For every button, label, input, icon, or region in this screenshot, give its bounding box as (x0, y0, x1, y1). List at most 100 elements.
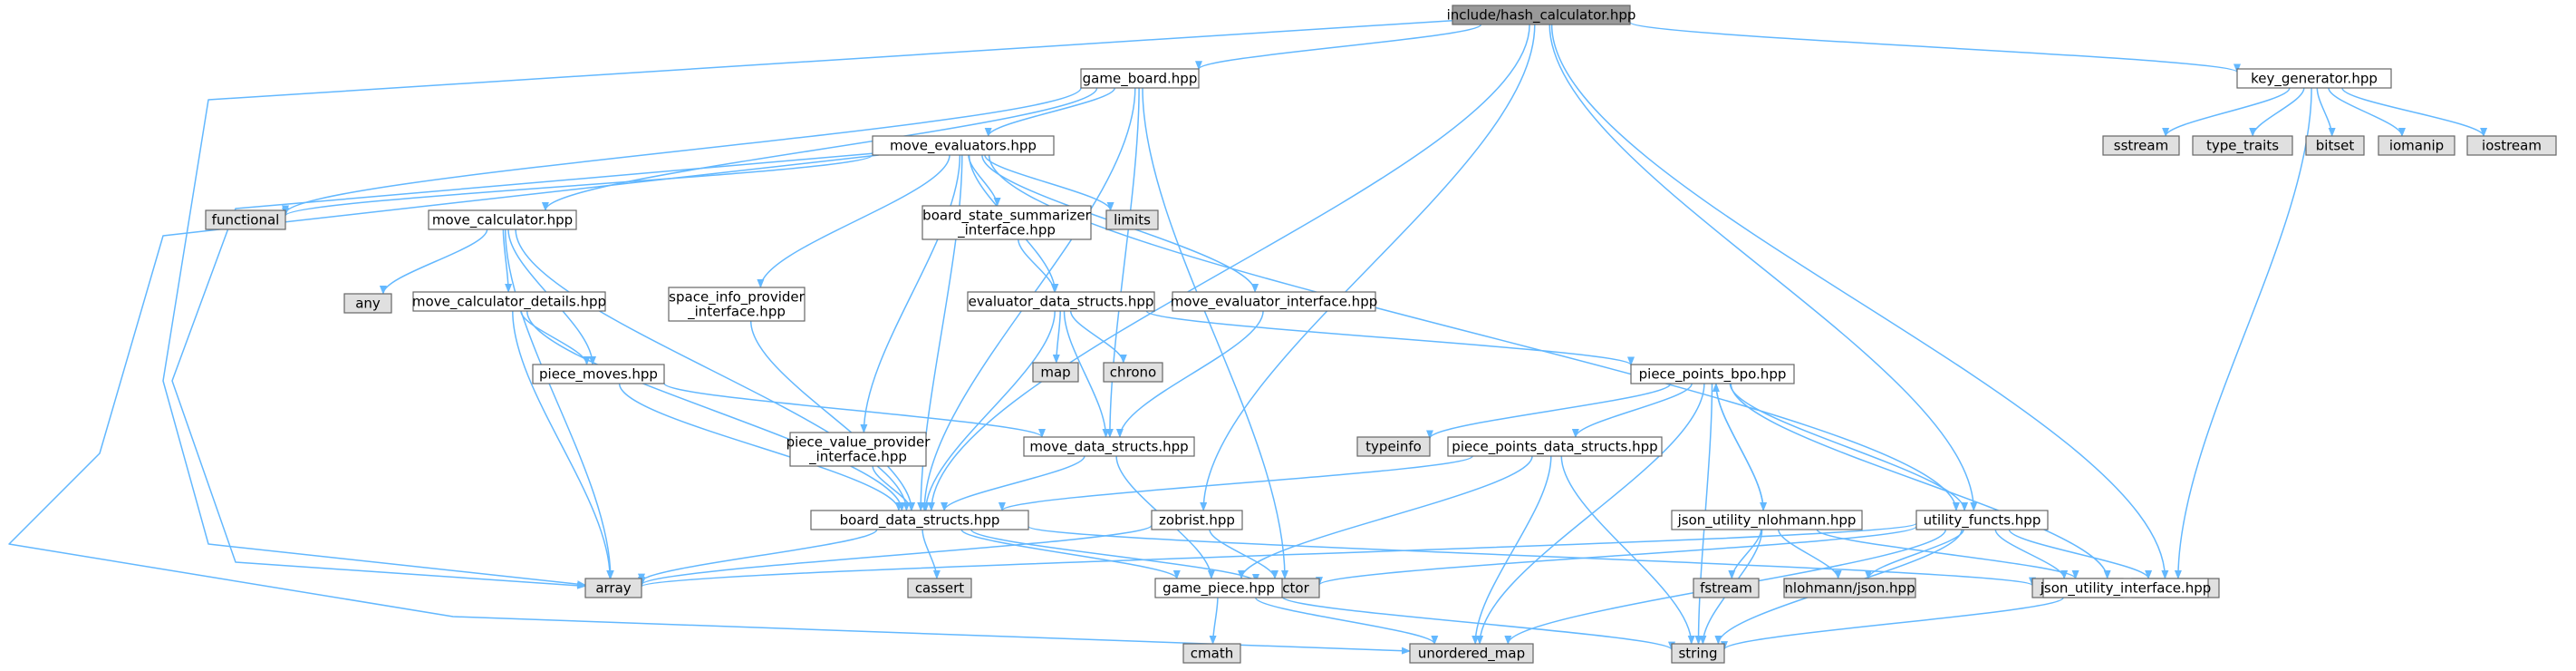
node-piece-points-data-structs[interactable]: piece_points_data_structs.hpp (1447, 436, 1663, 457)
node-label: _interface.hpp (808, 449, 907, 466)
node-box (2102, 135, 2180, 156)
node-piece-moves[interactable]: piece_moves.hpp (532, 364, 665, 384)
node-box (428, 209, 577, 230)
edge-move_evaluator_interface-to-move_data_structs (1115, 310, 1264, 438)
node-label: board_data_structs.hpp (840, 512, 1000, 530)
node-board-data-structs[interactable]: board_data_structs.hpp (810, 510, 1029, 530)
node-label: cassert (915, 580, 964, 597)
node-box (1032, 362, 1079, 383)
edge-json_utility_nlohmann-to-fstream (1728, 529, 1762, 579)
node-label: limits (1114, 212, 1151, 229)
node-label: iomanip (2389, 138, 2444, 154)
node-label: _interface.hpp (957, 222, 1056, 239)
node-json-utility-interface[interactable]: json_utility_interface.hpp (2040, 578, 2212, 598)
node-space-info-provider[interactable]: space_info_provider_interface.hpp (668, 287, 806, 322)
edge-hash_calculator-to-zobrist (1200, 24, 1536, 511)
node-move-calculator[interactable]: move_calculator.hpp (428, 209, 577, 230)
edge-game_board-to-move_data_structs (1105, 87, 1140, 438)
node-game-piece[interactable]: game_piece.hpp (1154, 578, 1283, 598)
node-box (1182, 643, 1241, 664)
node-box (1154, 578, 1283, 598)
node-box (1103, 362, 1163, 383)
node-piece-points-bpo[interactable]: piece_points_bpo.hpp (1630, 364, 1795, 384)
node-any: any (343, 293, 392, 314)
node-move-calculator-details[interactable]: move_calculator_details.hpp (412, 291, 606, 312)
edge-evaluator_data_structs-to-chrono (1069, 310, 1127, 364)
node-move-evaluators[interactable]: move_evaluators.hpp (872, 135, 1055, 156)
node-label: move_calculator_details.hpp (412, 294, 606, 311)
edge-key_generator-to-iostream (2341, 87, 2488, 137)
node-key-generator[interactable]: key_generator.hpp (2236, 68, 2392, 89)
node-label: piece_moves.hpp (539, 366, 658, 384)
edge-move_calculator_details-to-array (512, 310, 614, 579)
node-unordered-map: unordered_map (1409, 643, 1534, 664)
edge-game_board-to-functional (282, 87, 1082, 215)
edge-piece_points_bpo-to-utility_functs (1729, 383, 1969, 511)
node-box (1151, 510, 1243, 530)
node-typeinfo: typeinfo (1356, 436, 1431, 457)
node-box (343, 293, 392, 314)
edge-move_calculator_details-to-board_data_structs (526, 310, 906, 511)
node-hash-calculator[interactable]: include/hash_calculator.hpp (1447, 5, 1636, 25)
node-label: move_evaluator_interface.hpp (1171, 294, 1378, 311)
edge-board_data_structs-to-vector (970, 529, 1259, 583)
edge-hash_calculator-to-game_board (1195, 24, 1482, 71)
node-box (1783, 578, 1916, 598)
edge-piece_moves-to-move_data_structs (663, 383, 1046, 438)
edge-board_state_summarizer-to-evaluator_data_structs (1018, 238, 1058, 293)
edge-hash_calculator-to-random (1550, 24, 2169, 579)
edge-move_calculator-to-board_data_structs (515, 229, 911, 511)
edge-hash_calculator-to-array (162, 19, 1453, 588)
edge-piece_points_data_structs-to-string (1560, 455, 1695, 645)
node-label: typeinfo (1365, 439, 1422, 455)
node-iomanip: iomanip (2378, 135, 2455, 156)
node-label: evaluator_data_structs.hpp (969, 294, 1154, 311)
edge-evaluator_data_structs-to-board_data_structs (921, 310, 1056, 511)
edge-utility_functs-to-vector (1316, 525, 1917, 587)
node-box (1671, 643, 1725, 664)
node-sstream: sstream (2102, 135, 2180, 156)
edge-board_data_structs-to-game_piece (960, 529, 1181, 579)
node-box (2466, 135, 2557, 156)
edge-move_evaluators-to-functional (282, 154, 873, 217)
node-label: map (1040, 365, 1070, 381)
node-label: cmath (1191, 646, 1233, 662)
node-evaluator-data-structs[interactable]: evaluator_data_structs.hpp (967, 291, 1155, 312)
edge-key_generator-to-type_traits (2249, 87, 2305, 137)
edge-piece_points_bpo-to-json_utility_interface (1730, 383, 2111, 579)
node-box (1105, 209, 1159, 230)
node-label: move_evaluators.hpp (890, 138, 1037, 155)
edge-key_generator-to-bitset (2316, 87, 2336, 137)
node-game-board[interactable]: game_board.hpp (1080, 68, 1200, 89)
edge-hash_calculator-to-key_generator (1629, 21, 2241, 73)
node-utility-functs[interactable]: utility_functs.hpp (1915, 510, 2049, 530)
node-label: space_info_provider (669, 289, 805, 306)
node-zobrist[interactable]: zobrist.hpp (1151, 510, 1243, 530)
node-map: map (1032, 362, 1079, 383)
node-label: key_generator.hpp (2251, 71, 2378, 88)
node-label: game_board.hpp (1083, 71, 1198, 88)
node-box (921, 205, 1092, 240)
node-move-evaluator-interface[interactable]: move_evaluator_interface.hpp (1171, 291, 1378, 312)
node-piece-value-provider[interactable]: piece_value_provider_interface.hpp (786, 432, 931, 467)
node-label: string (1678, 646, 1717, 662)
edge-board_data_structs-to-cassert (921, 529, 941, 579)
node-move-data-structs[interactable]: move_data_structs.hpp (1023, 436, 1195, 457)
node-type-traits: type_traits (2192, 135, 2293, 156)
node-label: move_data_structs.hpp (1029, 439, 1188, 456)
node-box (1671, 510, 1863, 530)
node-box (1693, 578, 1760, 598)
node-label: json_utility_interface.hpp (2040, 580, 2212, 598)
node-box (1447, 436, 1663, 457)
edge-game_piece-to-cmath (1209, 597, 1219, 645)
node-array: array (584, 578, 642, 598)
node-label: any (355, 296, 381, 312)
node-board-state-summarizer[interactable]: board_state_summarizer_interface.hpp (921, 205, 1092, 240)
node-label: board_state_summarizer (922, 208, 1091, 225)
node-label: functional (212, 212, 280, 229)
edge-move_evaluators-to-limits (984, 154, 1114, 211)
edge-piece_points_data_structs-to-game_piece (1238, 455, 1533, 579)
node-label: _interface.hpp (687, 304, 786, 321)
node-box (532, 364, 665, 384)
node-json-utility-nlohmann[interactable]: json_utility_nlohmann.hpp (1671, 510, 1863, 530)
